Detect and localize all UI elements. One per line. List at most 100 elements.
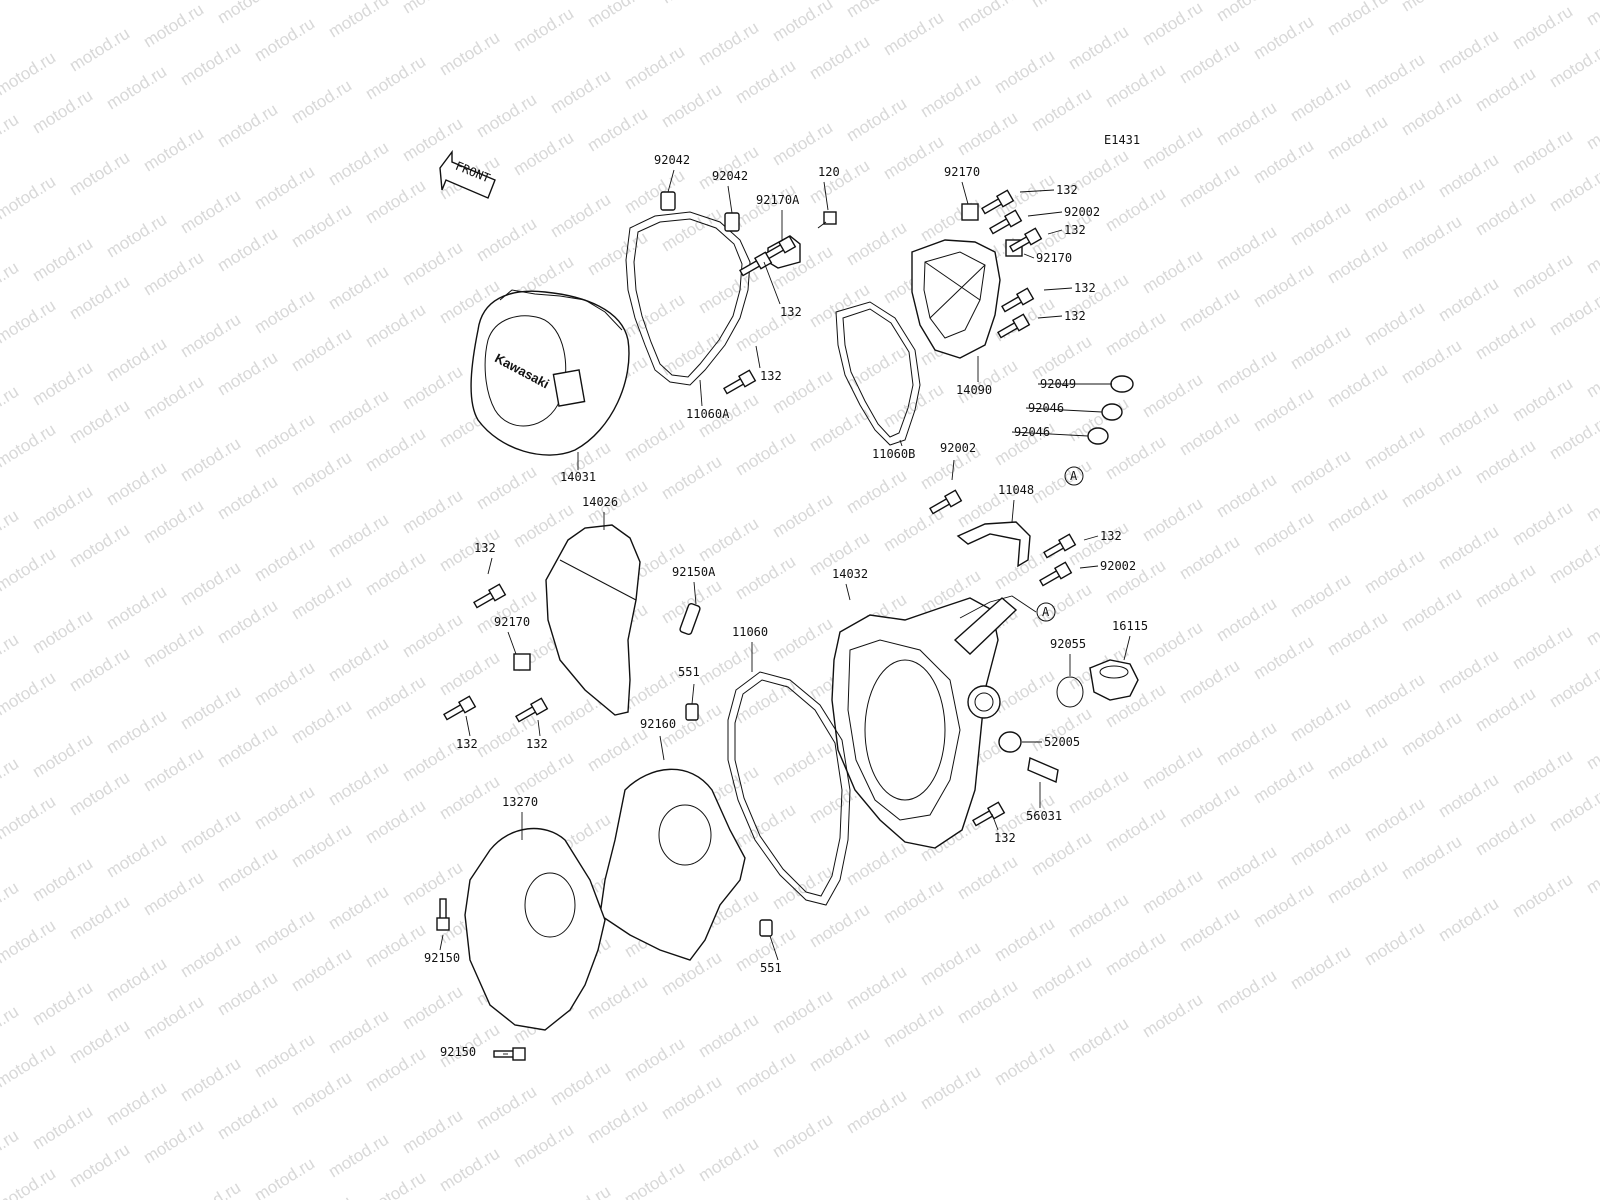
watermark-text: motod.ru	[288, 448, 355, 500]
watermark-text: motod.ru	[251, 162, 318, 214]
part-label-14032: 14032	[832, 567, 868, 581]
callout-a-lower: A	[959, 595, 1056, 622]
watermark-text: motod.ru	[251, 906, 318, 958]
part-label-11048: 11048	[998, 483, 1034, 497]
leader-line	[845, 583, 851, 601]
part-label-132: 132	[1064, 223, 1086, 237]
watermark-text: motod.ru	[658, 1072, 725, 1124]
leader-line	[727, 185, 733, 214]
bolt	[1039, 561, 1073, 587]
watermark-text: motod.ru	[1472, 188, 1539, 240]
part-label-132: 132	[1056, 183, 1078, 197]
part-label-92150: 92150	[424, 951, 460, 965]
watermark-text: motod.ru	[0, 48, 59, 100]
watermark-text: motod.ru	[1546, 288, 1600, 340]
watermark-text: motod.ru	[177, 806, 244, 858]
watermark-text: motod.ru	[0, 296, 59, 348]
bolt-120	[817, 211, 837, 229]
watermark-text: motod.ru	[251, 1030, 318, 1082]
watermark-text: motod.ru	[1398, 0, 1465, 15]
watermark-text: motod.ru	[140, 248, 207, 300]
watermark-text: motod.ru	[473, 90, 540, 142]
watermark-text: motod.ru	[325, 758, 392, 810]
watermark-text: motod.ru	[66, 272, 133, 324]
watermark-text: motod.ru	[473, 586, 540, 638]
watermark-text: motod.ru	[214, 720, 281, 772]
watermark-text: motod.ru	[880, 876, 947, 928]
watermark-text: motod.ru	[1435, 26, 1502, 78]
watermark-text: motod.ru	[399, 114, 466, 166]
o-ring-92055	[1056, 676, 1084, 708]
watermark-text: motod.ru	[1213, 222, 1280, 274]
part-label-92002: 92002	[940, 441, 976, 455]
watermark-text: motod.ru	[1324, 0, 1391, 39]
watermark-text: motod.ru	[103, 830, 170, 882]
watermark-text: motod.ru	[1102, 432, 1169, 484]
watermark-text: motod.ru	[251, 410, 318, 462]
watermark-text: motod.ru	[1250, 880, 1317, 932]
watermark-text: motod.ru	[177, 682, 244, 734]
watermark-text: motod.ru	[1435, 274, 1502, 326]
watermark-text: motod.ru	[214, 0, 281, 27]
watermark-text: motod.ru	[436, 772, 503, 824]
watermark-text: motod.ru	[214, 224, 281, 276]
part-label-132: 132	[1064, 309, 1086, 323]
watermark-text: motod.ru	[1139, 0, 1206, 49]
watermark-text: motod.ru	[362, 672, 429, 724]
part-label-92055: 92055	[1050, 637, 1086, 651]
watermark-text: motod.ru	[1287, 74, 1354, 126]
watermark-text: motod.ru	[547, 1182, 614, 1200]
watermark-text: motod.ru	[325, 386, 392, 438]
watermark-text: motod.ru	[1509, 2, 1576, 54]
watermark-text: motod.ru	[621, 414, 688, 466]
watermark-text: motod.ru	[1435, 150, 1502, 202]
gasket-11060	[727, 671, 851, 906]
watermark-text: motod.ru	[584, 104, 651, 156]
watermark-text: motod.ru	[1398, 832, 1465, 884]
watermark-text: motod.ru	[806, 900, 873, 952]
leader-line	[763, 261, 781, 305]
part-label-92170: 92170	[494, 615, 530, 629]
watermark-text: motod.ru	[1065, 1014, 1132, 1066]
watermark-text: motod.ru	[1509, 126, 1576, 178]
watermark-text: motod.ru	[1028, 0, 1095, 11]
watermark-text: motod.ru	[1139, 122, 1206, 174]
watermark-text: motod.ru	[177, 558, 244, 610]
watermark-text: motod.ru	[0, 754, 22, 806]
watermark-text: motod.ru	[29, 606, 96, 658]
leader-line	[537, 719, 541, 737]
watermark-text: motod.ru	[1324, 236, 1391, 288]
watermark-text: motod.ru	[695, 18, 762, 70]
generator-cover-14031: Kawasaki	[470, 289, 630, 456]
watermark-text: motod.ru	[103, 582, 170, 634]
watermark-text: motod.ru	[1250, 632, 1317, 684]
leader-line	[1025, 407, 1103, 413]
watermark-text: motod.ru	[1398, 708, 1465, 760]
watermark-text: motod.ru	[1361, 298, 1428, 350]
collar-92150A	[679, 602, 701, 636]
watermark-text: motod.ru	[1546, 164, 1600, 216]
watermark-text: motod.ru	[880, 380, 947, 432]
part-label-14090: 14090	[956, 383, 992, 397]
watermark-text: motod.ru	[1472, 436, 1539, 488]
watermark-text: motod.ru	[843, 0, 910, 21]
watermark-text: motod.ru	[103, 210, 170, 262]
watermark-text: motod.ru	[695, 514, 762, 566]
part-label-92046: 92046	[1028, 401, 1064, 415]
watermark-text: motod.ru	[399, 362, 466, 414]
label-56031	[1027, 757, 1059, 783]
bolt	[515, 697, 549, 723]
leader-line	[487, 557, 493, 575]
watermark-text: motod.ru	[1139, 494, 1206, 546]
watermark-text: motod.ru	[436, 648, 503, 700]
watermark-text: motod.ru	[399, 610, 466, 662]
watermark-text: motod.ru	[695, 1010, 762, 1062]
leader-line	[1083, 535, 1099, 541]
watermark-text: motod.ru	[1398, 584, 1465, 636]
watermark-text: motod.ru	[1250, 384, 1317, 436]
watermark-text: motod.ru	[843, 218, 910, 270]
watermark-text: motod.ru	[1583, 722, 1600, 774]
watermark-text: motod.ru	[1065, 22, 1132, 74]
watermark-text: motod.ru	[769, 1110, 836, 1162]
watermark-text: motod.ru	[769, 0, 836, 45]
